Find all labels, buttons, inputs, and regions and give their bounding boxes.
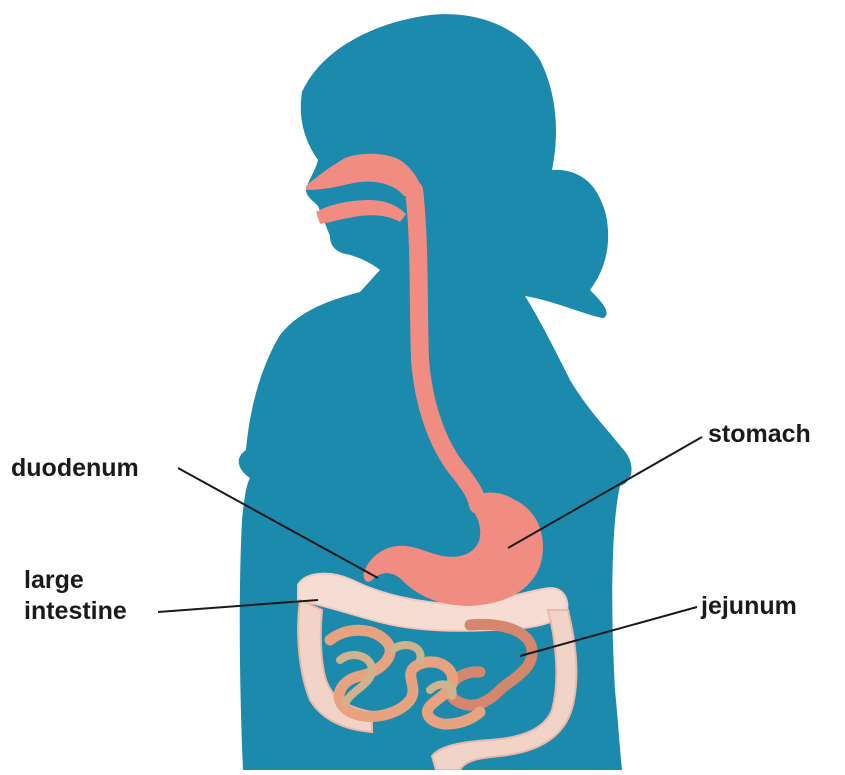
large-intestine-label-line1: large: [24, 565, 84, 596]
duodenum-label: duodenum: [11, 453, 139, 484]
jejunum-label: jejunum: [701, 591, 797, 622]
stomach-label: stomach: [708, 419, 811, 450]
large-intestine-label-line2: intestine: [24, 596, 127, 627]
